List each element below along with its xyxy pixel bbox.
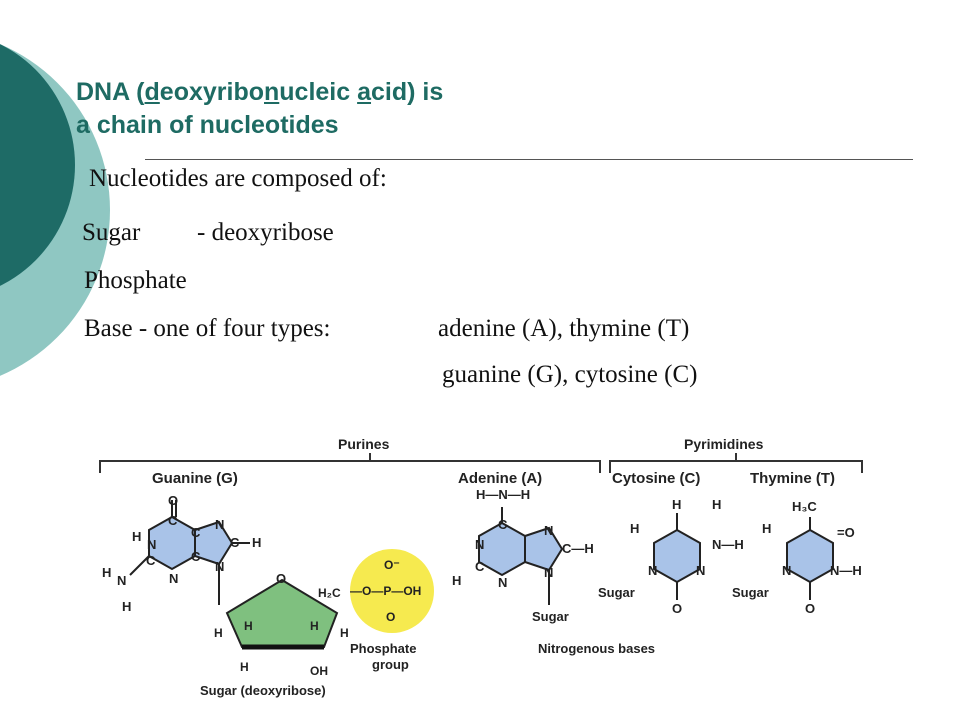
pyrimidines-heading: Pyrimidines [684, 436, 764, 452]
adenine-sugar-label: Sugar [532, 609, 569, 624]
title-text: ucleic [279, 78, 358, 106]
cytosine-molecule: H H H N—H N N O Sugar [598, 497, 744, 616]
base-types-line-2: guanine (G), cytosine (C) [442, 361, 698, 388]
adenine-atoms: C—H [562, 541, 594, 556]
sugar-h: H [244, 619, 253, 633]
cytosine-atoms: H [630, 521, 639, 536]
guanine-atoms: C [146, 553, 156, 568]
cytosine-label: Cytosine (C) [612, 470, 700, 487]
thymine-molecule: H₃C H =O N N—H O Sugar [732, 499, 862, 616]
nitrogenous-bases-label: Nitrogenous bases [538, 641, 655, 656]
cytosine-atoms: H [712, 497, 721, 512]
guanine-atoms: N [215, 559, 224, 574]
thymine-atoms: H [762, 521, 771, 536]
guanine-atoms: O [168, 493, 178, 508]
purines-heading: Purines [338, 436, 390, 452]
guanine-atoms: N [169, 571, 178, 586]
guanine-atoms: H [132, 529, 141, 544]
sugar-oh: OH [310, 664, 328, 678]
guanine-atoms: H [102, 565, 111, 580]
title-line-1: DNA (deoxyribonucleic acid) is [76, 76, 443, 109]
adenine-atoms: C [498, 517, 508, 532]
guanine-atoms: C [230, 535, 240, 550]
title-divider [145, 159, 913, 160]
sugar-h2c: H₂C [318, 586, 341, 600]
sugar-description: - deoxyribose [197, 219, 334, 246]
base-label: Base - one of four types: [84, 315, 331, 342]
guanine-label: Guanine (G) [152, 470, 238, 487]
cytosine-atoms: O [672, 601, 682, 616]
slide-title: DNA (deoxyribonucleic acid) is a chain o… [76, 76, 443, 142]
adenine-atoms: H—N—H [476, 487, 530, 502]
thymine-atoms: O [805, 601, 815, 616]
dark-teal-circle [0, 44, 75, 286]
guanine-atoms: C [191, 525, 201, 540]
cytosine-atoms: N [696, 563, 705, 578]
title-underline-a: a [357, 78, 372, 106]
cytosine-atoms: H [672, 497, 681, 512]
adenine-atoms: N [498, 575, 507, 590]
guanine-molecule: O C H N C N C H C N C N H N H [102, 493, 261, 614]
thymine-h3c: H₃C [792, 499, 817, 514]
guanine-atoms: N [117, 573, 126, 588]
decorative-circles [0, 44, 110, 376]
cytosine-atoms: N [648, 563, 657, 578]
cytosine-atoms: N—H [712, 537, 744, 552]
adenine-atoms: H [452, 573, 461, 588]
thymine-atoms: N—H [830, 563, 862, 578]
phosphate-atoms: O⁻ [384, 558, 400, 572]
sugar-h: H [340, 626, 349, 640]
title-text: cid) is [371, 78, 444, 106]
adenine-atoms: N [544, 523, 553, 538]
guanine-atoms: H [252, 535, 261, 550]
title-underline-n: n [264, 78, 280, 106]
phosphate-atoms: —O—P—OH [350, 584, 421, 598]
guanine-atoms: N [147, 537, 156, 552]
cytosine-sugar-label: Sugar [598, 585, 635, 600]
thymine-atoms: N [782, 563, 791, 578]
intro-text: Nucleotides are composed of: [89, 165, 387, 192]
guanine-atoms: H [122, 599, 131, 614]
base-types-line-1: adenine (A), thymine (T) [438, 315, 690, 342]
adenine-atoms: N [475, 537, 484, 552]
nucleotide-diagram: Purines Pyrimidines Guanine (G) Adenine … [99, 436, 863, 698]
phosphate-atoms: O [386, 610, 395, 624]
phosphate-molecule: —O—P—OH O⁻ O Phosphate group [350, 549, 434, 672]
adenine-label: Adenine (A) [458, 470, 542, 487]
sugar-h: H [214, 626, 223, 640]
adenine-atoms: N [544, 565, 553, 580]
purines-bracket [99, 453, 601, 473]
phosphate-label: Phosphate [84, 267, 187, 294]
phosphate-group-label: Phosphate [350, 641, 416, 656]
title-text: DNA ( [76, 78, 145, 106]
sugar-deoxyribose-label: Sugar (deoxyribose) [200, 683, 326, 698]
sugar-oxygen: O [276, 571, 286, 586]
guanine-atoms: N [215, 517, 224, 532]
pyrimidines-bracket [609, 453, 863, 473]
sugar-h: H [310, 619, 319, 633]
sugar-h: H [240, 660, 249, 674]
title-underline-d: d [144, 78, 160, 106]
adenine-atoms: C [475, 559, 485, 574]
thymine-label: Thymine (T) [750, 470, 835, 487]
guanine-atoms: C [168, 513, 178, 528]
phosphate-group-label: group [372, 657, 409, 672]
thymine-sugar-label: Sugar [732, 585, 769, 600]
thymine-atoms: =O [837, 525, 855, 540]
title-line-2: a chain of nucleotides [76, 111, 339, 139]
sugar-label: Sugar [82, 219, 141, 246]
sugar-molecule: O H H H H H OH H₂C Sugar (deoxyribose) [200, 571, 349, 698]
guanine-atoms: C [191, 549, 201, 564]
adenine-molecule: H—N—H C N N C—H C H N N Sugar [452, 487, 594, 624]
title-text: eoxyribo [159, 78, 264, 106]
